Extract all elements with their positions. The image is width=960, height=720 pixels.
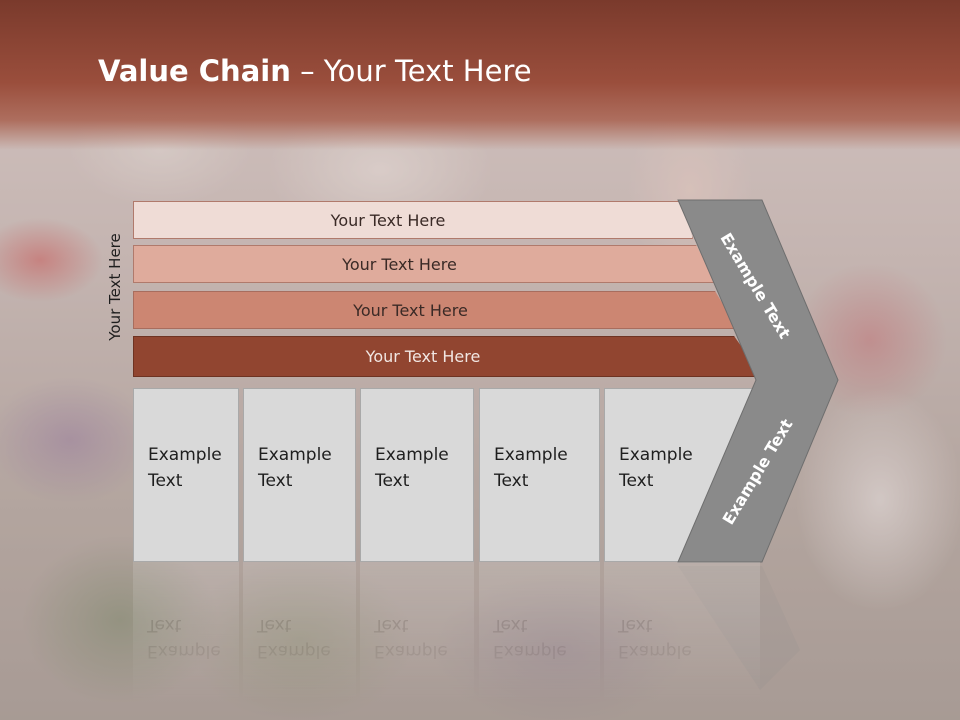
activity-box-4-line2: Text	[494, 471, 529, 491]
value-bar-4: Your Text Here	[133, 336, 763, 377]
activity-box-3-line2: Text	[375, 471, 410, 491]
activity-box-1-line1: Example	[148, 445, 222, 465]
activity-box-4: Example Text	[479, 388, 600, 562]
activity-box-3-line1: Example	[375, 445, 449, 465]
value-bar-4-label: Your Text Here	[365, 347, 481, 366]
value-bar-1-label: Your Text Here	[330, 210, 446, 230]
activity-box-1-line2: Text	[148, 471, 183, 491]
activity-box-1: Example Text	[133, 388, 239, 562]
value-bar-1: Your Text Here	[133, 201, 693, 239]
value-bar-3: Your Text Here	[133, 291, 738, 329]
activity-box-2-line2: Text	[258, 471, 293, 491]
value-bar-2: Your Text Here	[133, 245, 716, 283]
value-bar-3-label: Your Text Here	[353, 300, 468, 320]
value-bar-2-label: Your Text Here	[342, 254, 457, 274]
slide-title-bold: Value Chain	[98, 54, 291, 88]
activity-box-2-line1: Example	[258, 445, 332, 465]
vertical-side-label: Your Text Here	[106, 233, 124, 341]
activity-box-5-line1: Example	[619, 445, 693, 465]
activity-box-4-line1: Example	[494, 445, 568, 465]
activity-box-3: Example Text	[360, 388, 474, 562]
activity-box-2: Example Text	[243, 388, 356, 562]
activity-box-5-line2: Text	[619, 471, 654, 491]
slide-title-rest: – Your Text Here	[290, 54, 532, 88]
title-banner: Value Chain – Your Text Here	[0, 0, 960, 150]
slide-title: Value Chain – Your Text Here	[98, 54, 532, 88]
